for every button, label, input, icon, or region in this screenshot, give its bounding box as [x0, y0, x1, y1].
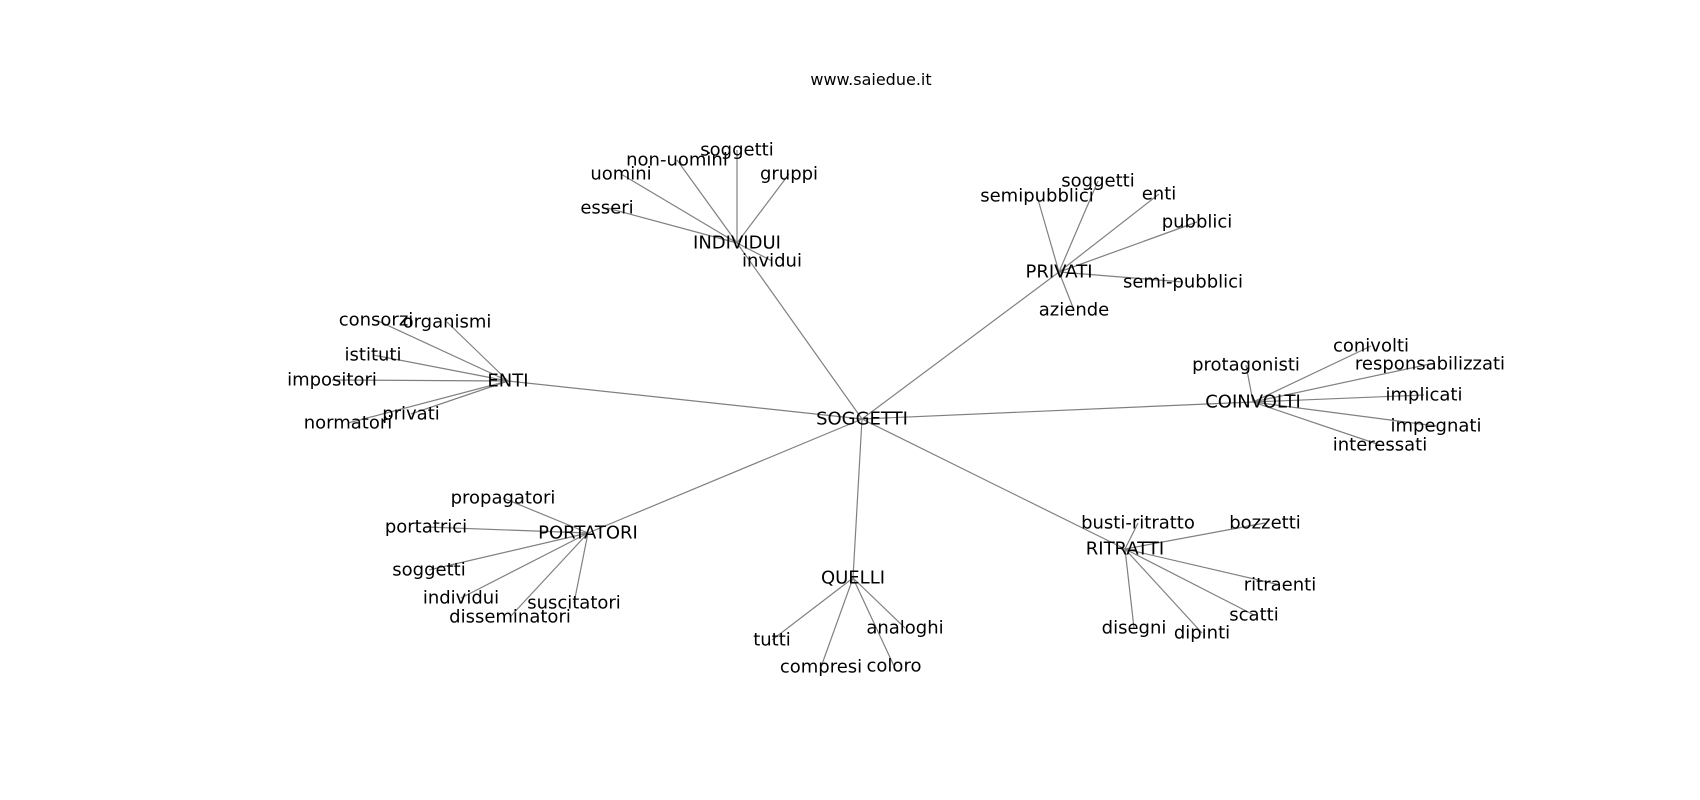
leaf-node-label: scatti [1229, 605, 1278, 626]
edge-portatori-disseminatori [509, 532, 589, 618]
edge-ritratti-scatti [1124, 548, 1255, 616]
edge-privati-semi-pubblici [1058, 271, 1184, 283]
labels-layer: SOGGETTIINDIVIDUIsoggettinon-uominiuomin… [287, 140, 1505, 678]
edge-portatori-suscitatori [573, 532, 589, 604]
edge-enti-organismi [446, 321, 509, 382]
leaf-node-label: ritraenti [1244, 575, 1316, 596]
hub-node-label: QUELLI [821, 568, 885, 589]
leaf-node-label: esseri [580, 198, 633, 219]
leaf-node-label: busti-ritratto [1081, 513, 1195, 534]
leaf-node-label: conivolti [1333, 336, 1409, 357]
leaf-node-label: suscitatori [527, 593, 621, 614]
leaf-node-label: propagatori [451, 488, 556, 509]
edge-center-ritratti [861, 418, 1126, 550]
leaf-node-label: portatrici [385, 517, 467, 538]
leaf-node-label: normatori [304, 413, 393, 434]
leaf-node-label: enti [1142, 184, 1177, 205]
leaf-node-label: protagonisti [1192, 355, 1300, 376]
edge-privati-semipubblici [1036, 195, 1060, 273]
edge-privati-pubblici [1058, 221, 1198, 273]
leaf-node-label: analoghi [866, 618, 943, 639]
leaf-node-label: dipinti [1174, 623, 1230, 644]
edge-portatori-individui [460, 532, 589, 599]
edge-individui-non-uomini [676, 159, 738, 244]
edge-center-portatori [587, 418, 863, 534]
edge-center-privati [861, 271, 1060, 420]
edge-center-individui [736, 242, 863, 420]
edge-privati-aziende [1058, 271, 1075, 311]
edge-enti-istituti [372, 354, 509, 382]
leaf-node-label: organismi [403, 312, 492, 333]
leaf-node-label: impegnati [1391, 416, 1482, 437]
edge-coinvolti-conivolti [1252, 345, 1372, 403]
edge-ritratti-bozzetti [1124, 522, 1266, 550]
hub-node-label: RITRATTI [1086, 539, 1165, 560]
center-node-label: SOGGETTI [816, 409, 908, 430]
leaf-node-label: soggetti [392, 560, 465, 581]
edge-coinvolti-implicati [1252, 394, 1425, 403]
edge-individui-uomini [620, 173, 738, 244]
leaf-node-label: semi-pubblici [1123, 272, 1243, 293]
hub-node-label: PORTATORI [538, 523, 638, 544]
leaf-node-label: implicati [1386, 385, 1463, 406]
edge-individui-gruppi [736, 173, 790, 244]
edge-portatori-portatrici [425, 526, 589, 534]
edge-coinvolti-impegnati [1252, 401, 1437, 427]
edge-quelli-analoghi [852, 577, 906, 629]
edge-coinvolti-responsabilizzati [1252, 363, 1431, 403]
hub-node-label: INDIVIDUI [693, 233, 781, 254]
leaf-node-label: bozzetti [1229, 513, 1301, 534]
leaf-node-label: soggetti [1061, 171, 1134, 192]
edge-individui-invidui [736, 242, 773, 262]
edge-enti-normatori [347, 380, 509, 424]
edge-ritratti-ritraenti [1124, 548, 1281, 586]
hub-node-label: PRIVATI [1025, 262, 1092, 283]
edge-center-enti [507, 380, 863, 420]
leaf-node-label: privati [382, 404, 440, 425]
leaf-node-label: impositori [287, 370, 377, 391]
edge-quelli-compresi [820, 577, 854, 668]
leaf-node-label: soggetti [700, 140, 773, 161]
leaf-node-label: disseminatori [449, 607, 571, 628]
leaf-node-label: coloro [867, 656, 922, 677]
hub-node-label: COINVOLTI [1205, 392, 1301, 413]
edge-enti-consorzi [375, 319, 509, 382]
edge-coinvolti-protagonisti [1245, 364, 1254, 403]
edges-layer [331, 150, 1437, 668]
edge-center-coinvolti [861, 401, 1254, 420]
edge-ritratti-dipinti [1124, 548, 1203, 634]
edge-ritratti-disegni [1124, 548, 1135, 629]
diagram-title: www.saiedue.it [810, 70, 932, 89]
leaf-node-label: responsabilizzati [1355, 354, 1505, 375]
hub-node-label: ENTI [487, 371, 528, 392]
edge-portatori-soggetti [428, 532, 589, 571]
leaf-node-label: aziende [1039, 300, 1109, 321]
leaf-node-label: istituti [345, 345, 402, 366]
edge-privati-soggetti [1058, 180, 1099, 273]
leaf-node-label: individui [423, 588, 499, 609]
edge-enti-privati [410, 380, 509, 415]
edge-center-quelli [852, 418, 863, 579]
leaf-node-label: semipubblici [980, 186, 1094, 207]
leaf-node-label: uomini [590, 164, 651, 185]
leaf-node-label: invidui [742, 251, 802, 272]
edge-quelli-coloro [852, 577, 895, 667]
leaf-node-label: disegni [1102, 618, 1167, 639]
edge-enti-impositori [331, 379, 509, 382]
leaf-node-label: compresi [780, 657, 862, 678]
leaf-node-label: pubblici [1162, 212, 1233, 233]
leaf-node-label: tutti [753, 630, 791, 651]
edge-individui-esseri [606, 207, 738, 244]
leaf-node-label: gruppi [760, 164, 818, 185]
edge-portatori-propagatori [502, 497, 589, 534]
edge-ritratti-busti-ritratto [1124, 522, 1139, 550]
leaf-node-label: non-uomini [626, 150, 728, 171]
leaf-node-label: consorzi [339, 310, 414, 331]
edge-privati-enti [1058, 193, 1160, 273]
edge-coinvolti-interessati [1252, 401, 1381, 446]
leaf-node-label: interessati [1333, 435, 1427, 456]
edge-quelli-tutti [771, 577, 854, 641]
